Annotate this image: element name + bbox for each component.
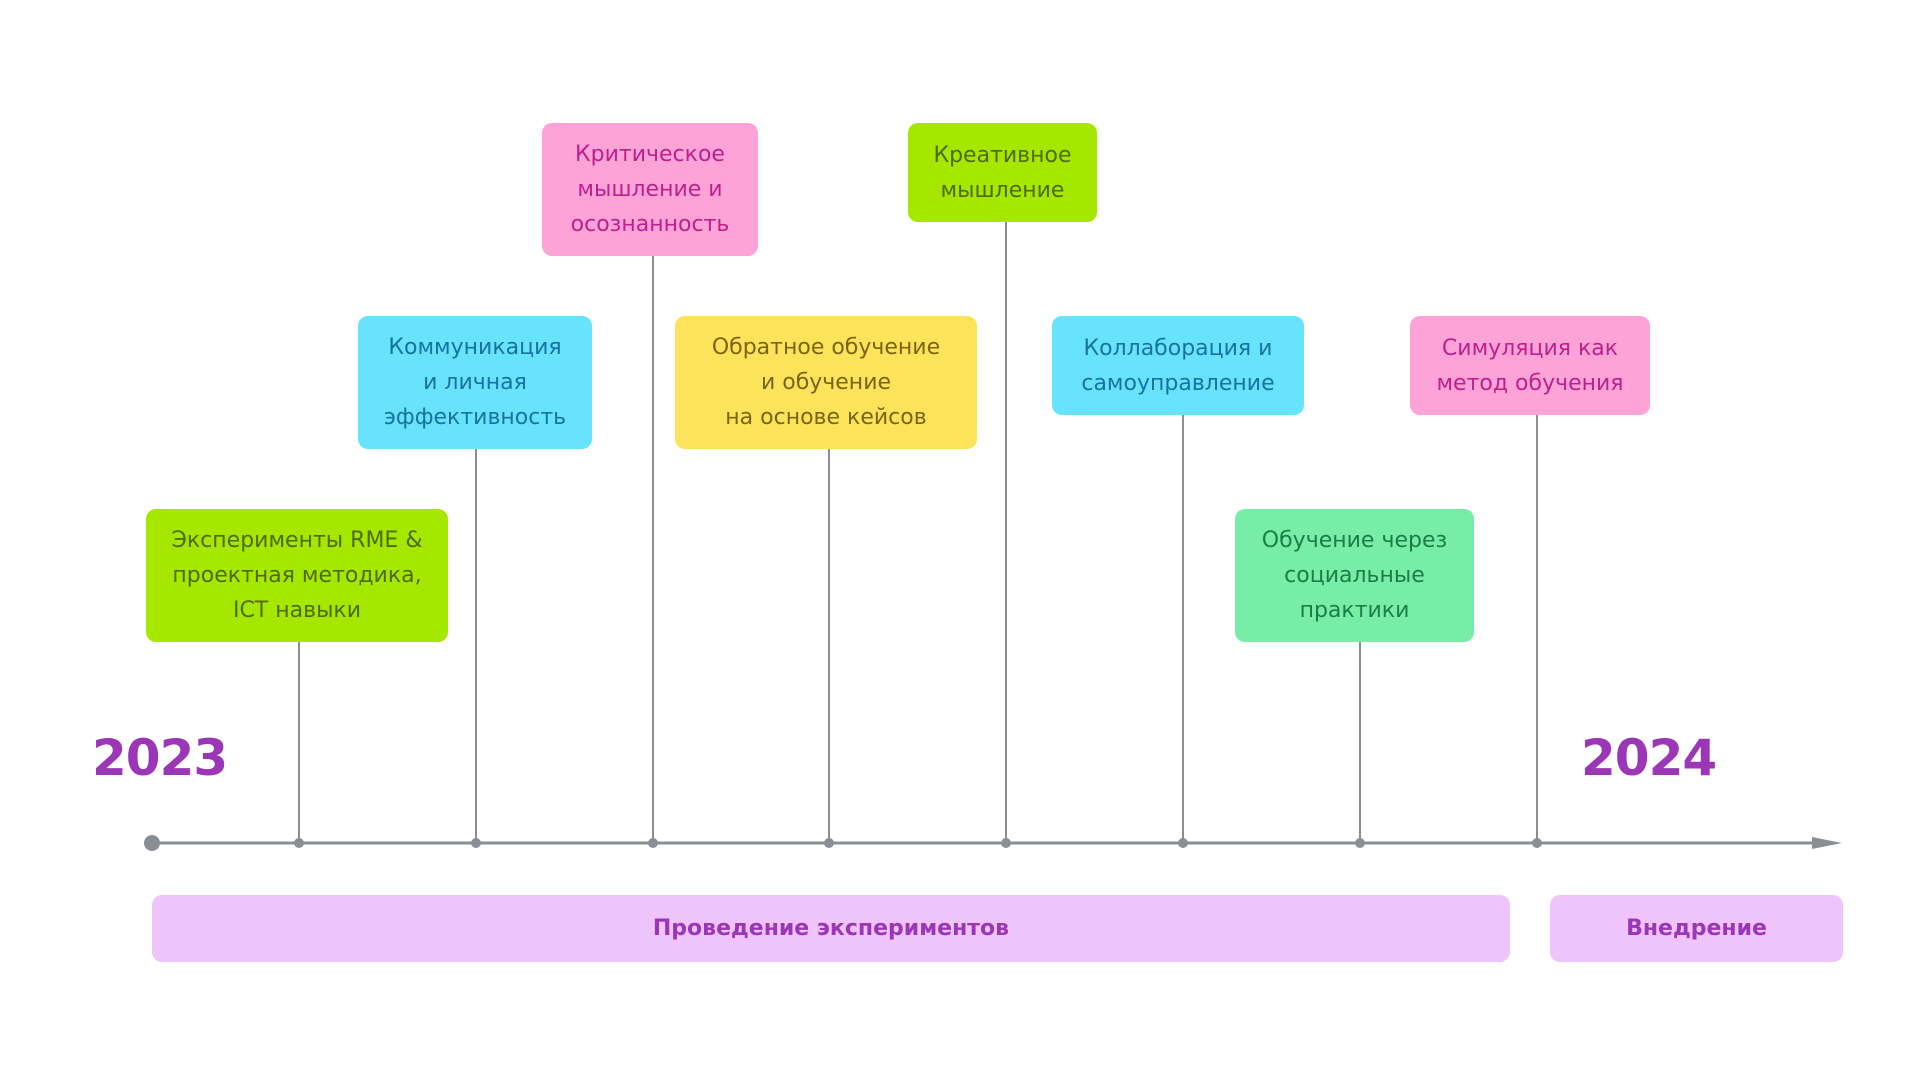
connector-lines: [298, 222, 1538, 843]
milestone-marker: [294, 838, 304, 848]
milestone-markers: [294, 838, 1542, 848]
milestone-marker: [471, 838, 481, 848]
milestone-card-creative-thinking: Креативное мышление: [908, 123, 1097, 222]
milestone-card-reverse-learning: Обратное обучение и обучение на основе к…: [675, 316, 977, 449]
milestone-marker: [1178, 838, 1188, 848]
milestone-card-collaboration: Коллаборация и самоуправление: [1052, 316, 1304, 415]
year-start-label: 2023: [92, 729, 228, 787]
milestone-marker: [1532, 838, 1542, 848]
phase-implementation: Внедрение: [1550, 895, 1843, 962]
milestone-card-communication: Коммуникация и личная эффективность: [358, 316, 592, 449]
milestone-marker: [824, 838, 834, 848]
milestone-card-rme: Эксперименты RME & проектная методика, I…: [146, 509, 448, 642]
year-end-label: 2024: [1581, 729, 1717, 787]
milestone-card-critical-thinking: Критическое мышление и осознанность: [542, 123, 758, 256]
timeline-start-dot: [144, 835, 160, 851]
phase-experiments: Проведение экспериментов: [152, 895, 1510, 962]
milestone-marker: [648, 838, 658, 848]
timeline-arrow-icon: [1812, 837, 1842, 849]
milestone-marker: [1001, 838, 1011, 848]
milestone-card-simulation: Симуляция как метод обучения: [1410, 316, 1650, 415]
milestone-marker: [1355, 838, 1365, 848]
milestone-card-social-practices: Обучение через социальные практики: [1235, 509, 1474, 642]
